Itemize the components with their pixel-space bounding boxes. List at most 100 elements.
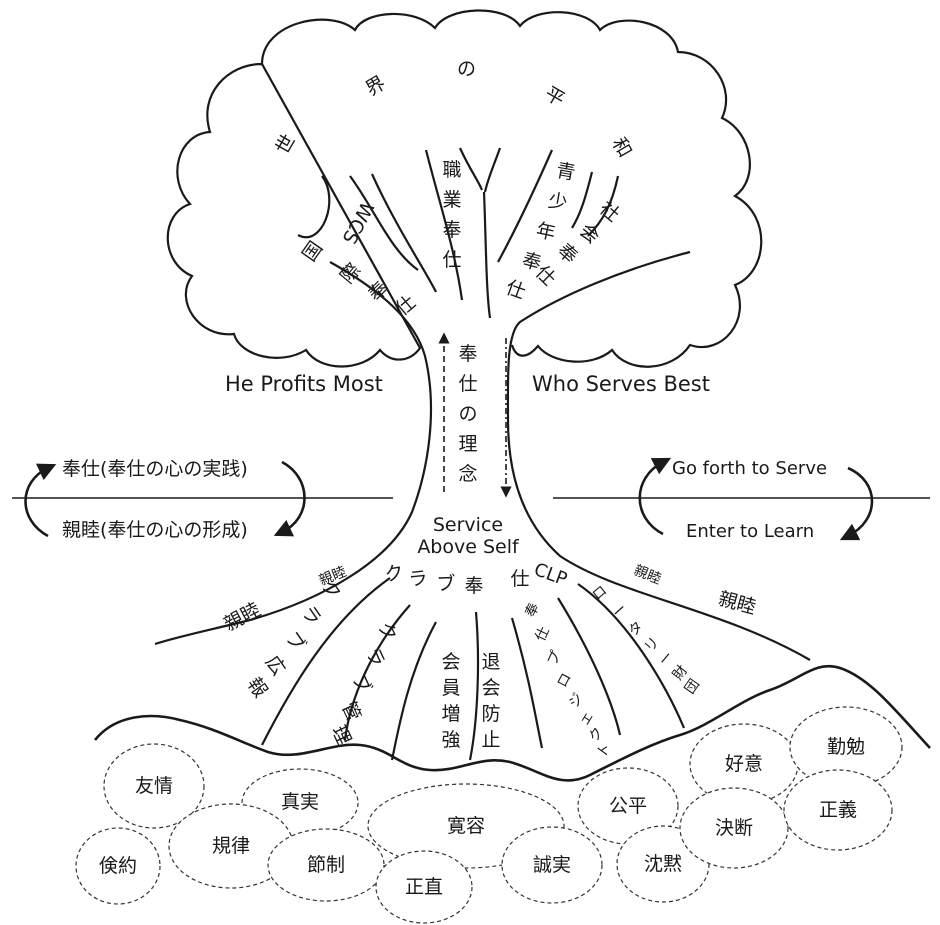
root-1: [261, 577, 391, 746]
virtue-label: 倹約: [99, 855, 137, 877]
r-club-pr-char: 広: [261, 651, 290, 679]
r-club-mgmt-char: ラ: [361, 644, 389, 671]
tree-canopy: [166, 9, 763, 368]
r-project-char: ロ: [554, 670, 575, 690]
fellowship-small-right: 親睦: [631, 562, 663, 587]
fellowship-right: 親睦: [716, 588, 758, 619]
v-seishonen-char: 年: [534, 219, 557, 244]
v-center-char: 奉: [458, 343, 477, 365]
v-shokugyo-char: 仕: [442, 249, 461, 271]
r-retention-char: 会: [481, 677, 500, 699]
virtue-label: 友情: [135, 775, 173, 797]
virtue-oval: [577, 767, 679, 845]
root-7: [577, 583, 686, 729]
root-2: [343, 604, 411, 741]
v-shokugyo-char: 奉: [442, 219, 461, 241]
virtue-oval: [267, 828, 385, 902]
right-bottom-label: Enter to Learn: [686, 521, 814, 542]
virtue-label: 寛容: [447, 815, 485, 837]
motto-left: He Profits Most: [225, 372, 383, 396]
service-above-self-line2: Above Self: [417, 536, 520, 558]
v-center-char: 理: [458, 433, 477, 455]
r-retention-char: 退: [481, 651, 500, 673]
v-seishonen-char: 仕: [503, 276, 528, 303]
v-seishonen-char: 少: [547, 190, 570, 215]
branch-10: [587, 175, 620, 237]
branch-6: [483, 147, 502, 193]
trunk-left: [154, 261, 433, 646]
v-center-char: の: [458, 403, 477, 425]
service-above-self-line1: Service: [433, 514, 503, 536]
r-project-char: プ: [545, 649, 565, 668]
r-club-mgmt-char: 管: [337, 698, 365, 725]
club-service-char: 仕: [510, 568, 529, 590]
left-cycle-arrow-left: [24, 463, 57, 538]
r-project-char: ジ: [566, 690, 587, 710]
v-shakai-char: 奉: [553, 239, 582, 268]
r-project-char: 奉: [523, 601, 543, 620]
r-foundation-char: ー: [609, 601, 630, 622]
canopy-char-3: の: [457, 58, 476, 80]
left-cycle-arrow-right: [273, 460, 306, 537]
r-club-mgmt-char: ブ: [347, 670, 376, 697]
right-cycle-arrow-right: [839, 466, 874, 541]
v-center-char: 念: [458, 462, 477, 485]
motto-right: Who Serves Best: [532, 372, 710, 396]
left-top-label: 奉仕(奉仕の心の実践): [62, 458, 248, 480]
virtue-oval: [501, 826, 603, 904]
ground-line: [93, 664, 931, 782]
canopy-char-1: 世: [271, 131, 300, 158]
r-member-char: 増: [441, 703, 460, 725]
branch-8: [497, 149, 554, 263]
right-top-label: Go forth to Serve: [672, 458, 827, 479]
virtue-oval: [103, 743, 205, 829]
r-foundation-char: タ: [626, 619, 647, 640]
virtue-label: 沈黙: [644, 853, 682, 875]
virtue-label: 公平: [609, 795, 647, 817]
virtue-oval: [375, 850, 473, 924]
r-project-char: 仕: [533, 625, 553, 644]
branch-3: [370, 173, 437, 293]
branch-1: [297, 175, 331, 239]
virtue-label: 正義: [819, 799, 857, 821]
branch-9: [571, 171, 594, 229]
club-service-char: ラ: [407, 567, 428, 591]
virtue-label: 誠実: [533, 854, 571, 876]
r-foundation-char: ロ: [589, 583, 610, 604]
club-service-char: ク: [383, 562, 406, 587]
r-foundation-char: リ: [642, 634, 663, 655]
virtue-oval: [679, 787, 789, 869]
virtue-oval: [75, 827, 161, 905]
r-member-char: 員: [441, 677, 460, 699]
club-service-label: クラブ奉仕: [383, 562, 530, 597]
left-bottom-label: 親睦(奉仕の心の形成): [62, 519, 248, 541]
r-foundation-char: ー: [656, 648, 677, 669]
r-club-pr-char: ラ: [297, 601, 326, 629]
v-shokugyo-char: 職: [442, 159, 461, 181]
clp-label: CLP: [531, 559, 570, 590]
virtue-label: 真実: [281, 791, 319, 813]
branch-4: [424, 149, 464, 301]
right-cycle-arrow-left: [638, 457, 672, 536]
r-retention-char: 防: [481, 703, 500, 725]
r-club-pr-char: ブ: [281, 627, 311, 656]
v-shokugyo-char: 業: [442, 189, 461, 211]
root-4: [468, 611, 480, 761]
root-5: [510, 617, 544, 749]
virtue-label: 節制: [307, 854, 345, 876]
fellowship-left: 親睦: [220, 599, 264, 636]
canopy-char-5: 和: [607, 134, 636, 161]
